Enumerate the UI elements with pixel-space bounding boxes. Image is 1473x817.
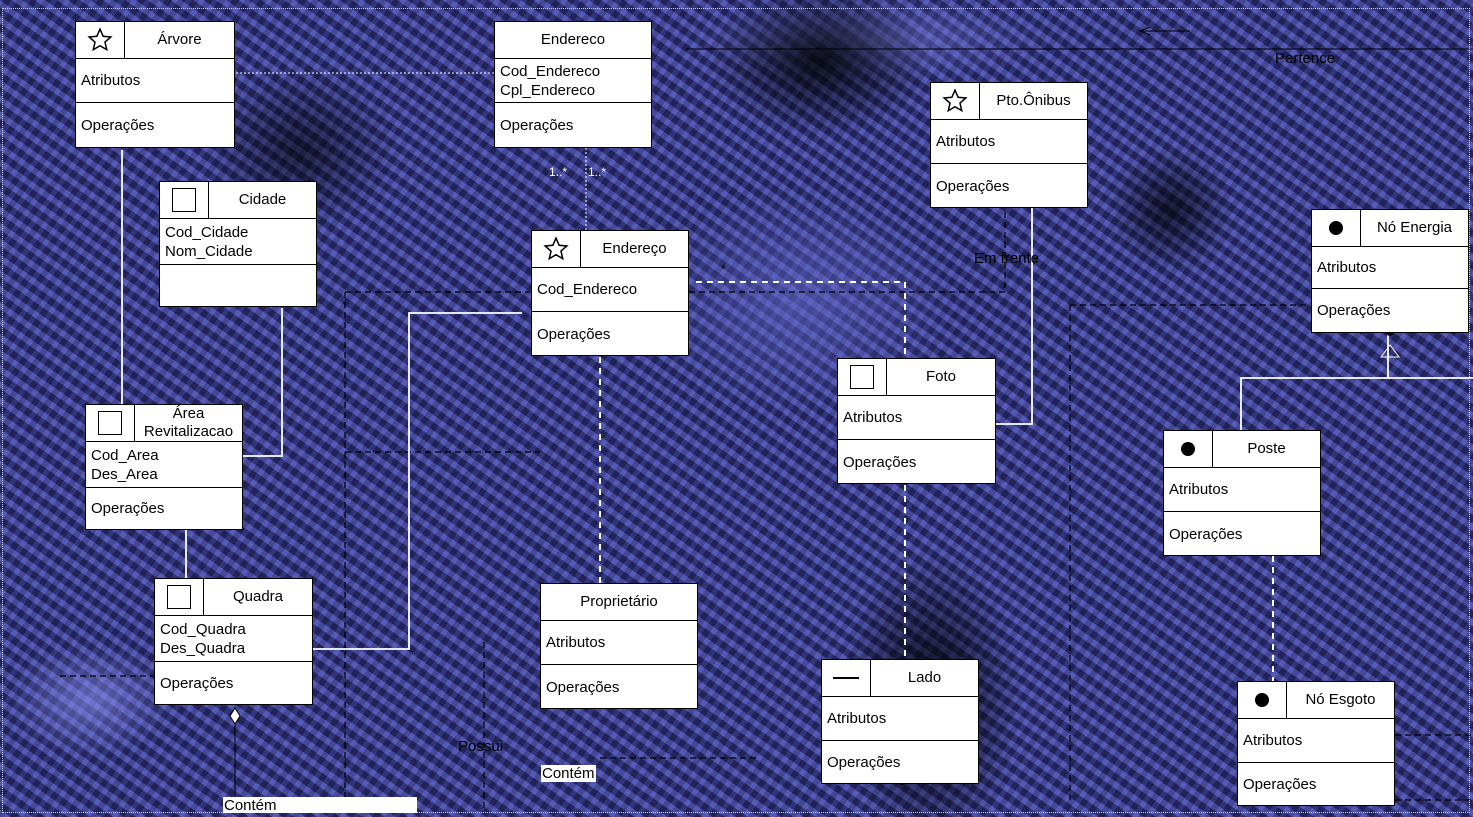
association-label-contem: Contém [223,797,417,813]
class-name: Proprietário [580,593,658,610]
star-icon [931,83,980,119]
operations-section [160,265,316,306]
attribute: Nom_Cidade [165,242,253,260]
association-label-contem: Contém [541,765,596,782]
class-name: Lado [907,669,942,686]
class-name: Nó Esgoto [1305,691,1376,708]
class-no-energia[interactable]: Nó Energia Atributos Operações [1311,209,1469,333]
class-arvore[interactable]: Árvore Atributos Operações [75,21,235,148]
class-quadra[interactable]: Quadra Cod_Quadra Des_Quadra Operações [154,578,313,705]
attribute: Cod_Area [91,446,159,464]
operations-section: Operações [936,177,1010,195]
attributes-section: Atributos [822,697,978,741]
attributes-section: Cod_Endereco [532,268,688,312]
class-name: Quadra [232,588,284,605]
attributes-section: Cod_Cidade Nom_Cidade [160,219,316,265]
operations-section: Operações [843,453,917,471]
operations-section: Operações [500,116,574,134]
filled-circle-icon [1238,682,1287,718]
star-icon [76,22,125,58]
class-name: Árvore [157,31,202,48]
attribute: Cod_Cidade [165,223,249,241]
multiplicity-label: 1..* [588,165,607,179]
attribute: Cod_Quadra [160,620,246,638]
operations-section: Operações [537,325,611,343]
attribute: Des_Area [91,465,158,483]
attribute: Cpl_Endereco [500,81,596,99]
class-name: Foto [925,368,956,385]
square-icon [160,182,209,218]
association-label-em-frente: Em frente [974,250,1040,267]
class-foto[interactable]: Foto Atributos Operações [837,358,996,484]
attributes-section: Cod_Endereco Cpl_Endereco [495,59,651,103]
class-name: Endereço [602,240,667,257]
attributes-section: Cod_Area Des_Area [86,442,242,488]
square-icon [155,579,204,615]
square-icon [838,359,887,395]
attributes-section: Cod_Quadra Des_Quadra [155,616,312,662]
attribute: Cod_Endereco [500,62,601,80]
filled-circle-icon [1312,210,1361,246]
class-lado[interactable]: Lado Atributos Operações [821,659,979,784]
operations-section: Operações [81,116,155,134]
attributes-section: Atributos [1238,719,1394,763]
class-proprietario[interactable]: Proprietário Atributos Operações [540,583,698,709]
operations-section: Operações [827,754,901,771]
class-endereco-mid[interactable]: Endereço Cod_Endereco Operações [531,230,689,356]
class-name: Endereco [540,31,606,48]
operations-section: Operações [1317,301,1391,319]
operations-section: Operações [1169,525,1243,543]
attribute: Des_Quadra [160,639,246,657]
operations-section: Operações [546,678,620,696]
star-icon [532,231,581,267]
operations-section: Operações [91,500,165,517]
association-label-pertence: Pertence [1275,50,1336,67]
attributes-section: Atributos [1312,247,1468,289]
attributes-section: Atributos [838,396,995,440]
class-poste[interactable]: Poste Atributos Operações [1163,430,1321,556]
line-icon [822,660,871,696]
multiplicity-label: 1..* [549,165,568,179]
class-name: Pto.Ônibus [996,92,1071,109]
attributes-section: Atributos [931,120,1087,164]
attributes-section: Atributos [541,621,697,665]
operations-section: Operações [160,674,234,692]
class-no-esgoto[interactable]: Nó Esgoto Atributos Operações [1237,681,1395,806]
class-pto-onibus[interactable]: Pto.Ônibus Atributos Operações [930,82,1088,208]
class-area-revitalizacao[interactable]: Área Revitalizacao Cod_Area Des_Area Ope… [85,404,243,530]
square-icon [86,405,135,441]
attributes-section: Atributos [1164,468,1320,512]
class-cidade[interactable]: Cidade Cod_Cidade Nom_Cidade [159,181,317,307]
class-name: Área Revitalizacao [143,405,234,440]
class-name: Cidade [238,191,287,208]
operations-section: Operações [1243,776,1317,793]
class-endereco-top[interactable]: Endereco Cod_Endereco Cpl_Endereco Opera… [494,21,652,148]
class-name: Nó Energia [1376,219,1453,236]
attributes-section: Atributos [76,59,234,103]
association-label-possui: Possui [458,738,504,755]
filled-circle-icon [1164,431,1213,467]
multiplicity-label: * [721,262,726,276]
class-name: Poste [1247,440,1286,457]
